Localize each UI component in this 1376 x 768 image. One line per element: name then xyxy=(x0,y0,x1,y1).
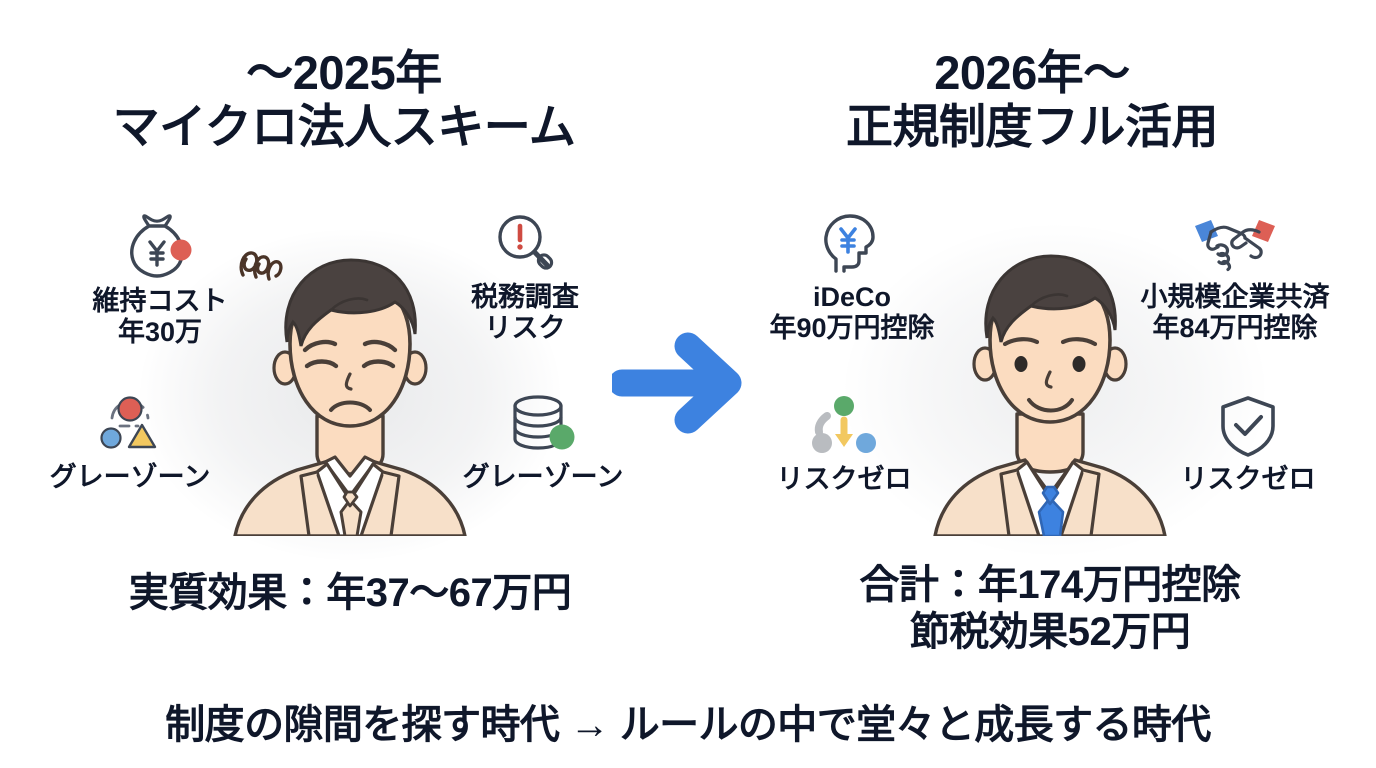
feature-gray-zone-shapes: グレーゾーン xyxy=(30,388,230,493)
footer-caption: 制度の隙間を探す時代 → ルールの中で堂々と成長する時代 xyxy=(165,703,1211,747)
left-title-line1: ～2025年 xyxy=(246,46,442,99)
database-cylinder-icon xyxy=(443,388,643,462)
feature-maintenance-cost-line2: 年30万 xyxy=(117,317,203,348)
feature-maintenance-cost-line1: 維持コスト xyxy=(92,286,228,316)
worried-businessman-illustration xyxy=(205,238,495,541)
feature-maintenance-cost: 維持コスト 年30万 xyxy=(60,212,260,349)
money-bag-yen-icon xyxy=(60,212,260,286)
right-summary-line1: 合計：年174万円控除 xyxy=(859,563,1241,607)
feature-risk-zero-shield: リスクゼロ xyxy=(1148,390,1348,495)
right-summary: 合計：年174万円控除 節税効果52万円 xyxy=(730,562,1370,656)
feature-gray-zone-database: グレーゾーン xyxy=(443,388,643,493)
left-summary: 実質効果：年37～67万円 xyxy=(40,570,660,617)
head-yen-icon xyxy=(752,208,952,282)
right-title-line1: 2026年～ xyxy=(934,46,1130,99)
feature-small-business-mutual-aid-line2: 年84万円控除 xyxy=(1152,313,1318,344)
left-column-title: ～2025年 マイクロ法人スキーム xyxy=(16,46,672,153)
right-arrow-icon xyxy=(608,330,744,441)
feature-tax-audit-risk-line2: リスク xyxy=(484,313,566,344)
feature-risk-zero-shield-label: リスクゼロ xyxy=(1180,464,1316,494)
left-title-line2: マイクロ法人スキーム xyxy=(112,99,576,153)
feature-tax-audit-risk-line1: 税務調査 xyxy=(471,282,579,312)
dots-down-arrow-icon xyxy=(744,390,944,464)
feature-risk-zero-flow: リスクゼロ xyxy=(744,390,944,495)
feature-small-business-mutual-aid-line1: 小規模企業共済 xyxy=(1140,282,1330,312)
right-column-title: 2026年～ 正規制度フル活用 xyxy=(704,46,1360,153)
right-summary-line2: 節税効果52万円 xyxy=(909,610,1191,655)
feature-gray-zone-shapes-label: グレーゾーン xyxy=(49,462,211,492)
feature-ideco: iDeCo 年90万円控除 xyxy=(752,208,952,345)
shapes-cluster-icon xyxy=(30,388,230,462)
worry-squiggle-icon xyxy=(236,243,300,302)
feature-tax-audit-risk: 税務調査 リスク xyxy=(425,208,625,345)
left-summary-line1: 実質効果：年37～67万円 xyxy=(128,571,572,615)
feature-small-business-mutual-aid: 小規模企業共済 年84万円控除 xyxy=(1110,208,1360,345)
feature-ideco-line1: iDeCo xyxy=(812,282,891,312)
handshake-icon xyxy=(1110,208,1360,282)
confident-businessman-illustration xyxy=(905,232,1195,541)
right-title-line2: 正規制度フル活用 xyxy=(846,99,1219,153)
feature-ideco-line2: 年90万円控除 xyxy=(769,313,935,344)
feature-gray-zone-database-label: グレーゾーン xyxy=(462,462,624,492)
feature-risk-zero-flow-label: リスクゼロ xyxy=(776,464,912,494)
magnifier-alert-icon xyxy=(425,208,625,282)
shield-check-icon xyxy=(1148,390,1348,464)
